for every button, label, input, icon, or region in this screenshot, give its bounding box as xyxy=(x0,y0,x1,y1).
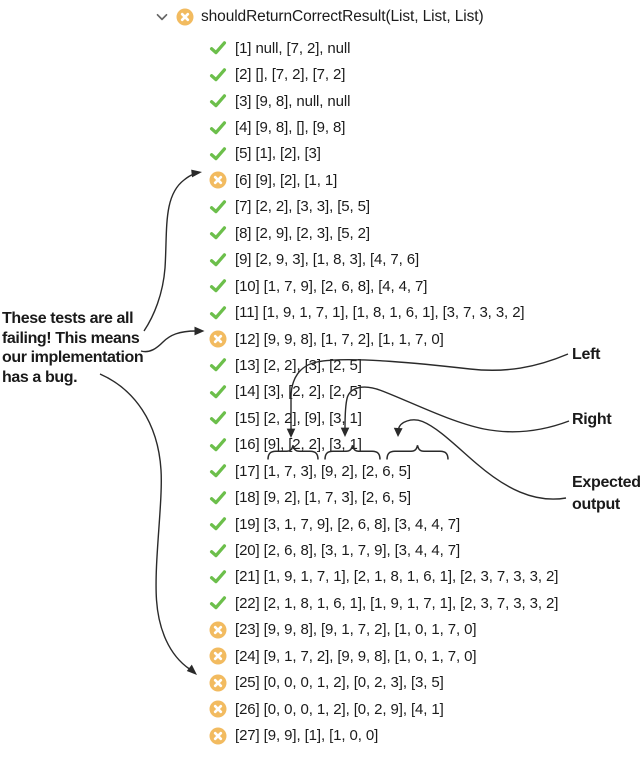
test-row-label: [7] [2, 2], [3, 3], [5, 5] xyxy=(235,198,370,216)
arrow-to-test-6 xyxy=(143,169,202,332)
test-row-label: [27] [9, 9], [1], [1, 0, 0] xyxy=(235,727,379,745)
label-right: Right xyxy=(572,411,612,428)
test-row[interactable]: [13] [2, 2], [3], [2, 5] xyxy=(209,352,558,378)
amber-circle-x-icon xyxy=(209,621,227,639)
green-check-icon xyxy=(209,277,227,295)
test-row[interactable]: [14] [3], [2, 2], [2, 5] xyxy=(209,379,558,405)
test-row[interactable]: [4] [9, 8], [], [9, 8] xyxy=(209,114,558,140)
amber-circle-x-icon xyxy=(209,674,227,692)
green-check-icon xyxy=(209,198,227,216)
test-row[interactable]: [12] [9, 9, 8], [1, 7, 2], [1, 1, 7, 0] xyxy=(209,326,558,352)
amber-circle-x-icon xyxy=(209,700,227,718)
test-row[interactable]: [2] [], [7, 2], [7, 2] xyxy=(209,61,558,87)
failing-tests-note: These tests are all failing! This means … xyxy=(2,310,144,386)
test-row[interactable]: [23] [9, 9, 8], [9, 1, 7, 2], [1, 0, 1, … xyxy=(209,617,558,643)
green-check-icon xyxy=(209,594,227,612)
test-row[interactable]: [3] [9, 8], null, null xyxy=(209,88,558,114)
label-left: Left xyxy=(572,346,601,363)
test-row-label: [16] [9], [2, 2], [3, 1] xyxy=(235,436,362,454)
test-row[interactable]: [20] [2, 6, 8], [3, 1, 7, 9], [3, 4, 4, … xyxy=(209,537,558,563)
test-row-label: [22] [2, 1, 8, 1, 6, 1], [1, 9, 1, 7, 1]… xyxy=(235,594,559,612)
test-row[interactable]: [16] [9], [2, 2], [3, 1] xyxy=(209,432,558,458)
test-row[interactable]: [22] [2, 1, 8, 1, 6, 1], [1, 9, 1, 7, 1]… xyxy=(209,590,558,616)
green-check-icon xyxy=(209,489,227,507)
test-row-label: [5] [1], [2], [3] xyxy=(235,145,321,163)
test-row[interactable]: [8] [2, 9], [2, 3], [5, 2] xyxy=(209,220,558,246)
test-row[interactable]: [15] [2, 2], [9], [3, 1] xyxy=(209,405,558,431)
test-row-label: [4] [9, 8], [], [9, 8] xyxy=(235,119,346,137)
test-row-label: [9] [2, 9, 3], [1, 8, 3], [4, 7, 6] xyxy=(235,251,420,269)
test-row[interactable]: [18] [9, 2], [1, 7, 3], [2, 6, 5] xyxy=(209,484,558,510)
test-row-label: [11] [1, 9, 1, 7, 1], [1, 8, 1, 6, 1], [… xyxy=(235,304,525,322)
test-row-label: [19] [3, 1, 7, 9], [2, 6, 8], [3, 4, 4, … xyxy=(235,515,461,533)
green-check-icon xyxy=(209,436,227,454)
test-row[interactable]: [1] null, [7, 2], null xyxy=(209,35,558,61)
test-row-label: [14] [3], [2, 2], [2, 5] xyxy=(235,383,362,401)
test-row-label: [12] [9, 9, 8], [1, 7, 2], [1, 1, 7, 0] xyxy=(235,330,444,348)
test-row[interactable]: [21] [1, 9, 1, 7, 1], [2, 1, 8, 1, 6, 1]… xyxy=(209,564,558,590)
test-row[interactable]: [5] [1], [2], [3] xyxy=(209,141,558,167)
test-row[interactable]: [24] [9, 1, 7, 2], [9, 9, 8], [1, 0, 1, … xyxy=(209,643,558,669)
green-check-icon xyxy=(209,409,227,427)
test-row[interactable]: [9] [2, 9, 3], [1, 8, 3], [4, 7, 6] xyxy=(209,247,558,273)
test-row-label: [6] [9], [2], [1, 1] xyxy=(235,171,338,189)
green-check-icon xyxy=(209,462,227,480)
amber-circle-x-icon xyxy=(209,727,227,745)
chevron-down-icon[interactable] xyxy=(155,10,169,24)
test-row-label: [3] [9, 8], null, null xyxy=(235,92,351,110)
test-suite-title: shouldReturnCorrectResult(List, List, Li… xyxy=(201,8,484,25)
green-check-icon xyxy=(209,304,227,322)
label-expected-output: Expected output xyxy=(572,474,640,513)
test-row[interactable]: [11] [1, 9, 1, 7, 1], [1, 8, 1, 6, 1], [… xyxy=(209,299,558,325)
test-row-label: [21] [1, 9, 1, 7, 1], [2, 1, 8, 1, 6, 1]… xyxy=(235,568,559,586)
test-row[interactable]: [17] [1, 7, 3], [9, 2], [2, 6, 5] xyxy=(209,458,558,484)
test-row-label: [18] [9, 2], [1, 7, 3], [2, 6, 5] xyxy=(235,489,411,507)
test-row[interactable]: [26] [0, 0, 0, 1, 2], [0, 2, 9], [4, 1] xyxy=(209,696,558,722)
test-row-label: [26] [0, 0, 0, 1, 2], [0, 2, 9], [4, 1] xyxy=(235,700,444,718)
test-row-label: [10] [1, 7, 9], [2, 6, 8], [4, 4, 7] xyxy=(235,277,428,295)
green-check-icon xyxy=(209,251,227,269)
amber-circle-x-icon xyxy=(209,647,227,665)
amber-circle-x-icon xyxy=(209,330,227,348)
green-check-icon xyxy=(209,356,227,374)
test-row-label: [8] [2, 9], [2, 3], [5, 2] xyxy=(235,224,370,242)
test-row-label: [17] [1, 7, 3], [9, 2], [2, 6, 5] xyxy=(235,462,411,480)
test-row-label: [20] [2, 6, 8], [3, 1, 7, 9], [3, 4, 4, … xyxy=(235,542,461,560)
test-row-label: [15] [2, 2], [9], [3, 1] xyxy=(235,409,362,427)
green-check-icon xyxy=(209,515,227,533)
green-check-icon xyxy=(209,568,227,586)
test-row-label: [2] [], [7, 2], [7, 2] xyxy=(235,66,346,84)
test-row[interactable]: [25] [0, 0, 0, 1, 2], [0, 2, 3], [3, 5] xyxy=(209,670,558,696)
green-check-icon xyxy=(209,92,227,110)
test-row[interactable]: [27] [9, 9], [1], [1, 0, 0] xyxy=(209,722,558,748)
fail-circle-x-icon xyxy=(176,8,194,26)
test-suite-header[interactable]: shouldReturnCorrectResult(List, List, Li… xyxy=(155,6,484,28)
green-check-icon xyxy=(209,224,227,242)
test-list: [1] null, [7, 2], null [2] [], [7, 2], [… xyxy=(209,35,558,749)
test-row-label: [25] [0, 0, 0, 1, 2], [0, 2, 3], [3, 5] xyxy=(235,674,444,692)
test-row[interactable]: [6] [9], [2], [1, 1] xyxy=(209,167,558,193)
test-row[interactable]: [7] [2, 2], [3, 3], [5, 5] xyxy=(209,194,558,220)
test-row-label: [24] [9, 1, 7, 2], [9, 9, 8], [1, 0, 1, … xyxy=(235,647,477,665)
green-check-icon xyxy=(209,383,227,401)
green-check-icon xyxy=(209,66,227,84)
green-check-icon xyxy=(209,39,227,57)
amber-circle-x-icon xyxy=(209,171,227,189)
green-check-icon xyxy=(209,145,227,163)
test-row-label: [1] null, [7, 2], null xyxy=(235,39,351,57)
green-check-icon xyxy=(209,119,227,137)
arrow-to-test-25 xyxy=(99,373,197,675)
test-row[interactable]: [10] [1, 7, 9], [2, 6, 8], [4, 4, 7] xyxy=(209,273,558,299)
test-row-label: [23] [9, 9, 8], [9, 1, 7, 2], [1, 0, 1, … xyxy=(235,621,477,639)
test-row[interactable]: [19] [3, 1, 7, 9], [2, 6, 8], [3, 4, 4, … xyxy=(209,511,558,537)
test-row-label: [13] [2, 2], [3], [2, 5] xyxy=(235,356,362,374)
green-check-icon xyxy=(209,542,227,560)
